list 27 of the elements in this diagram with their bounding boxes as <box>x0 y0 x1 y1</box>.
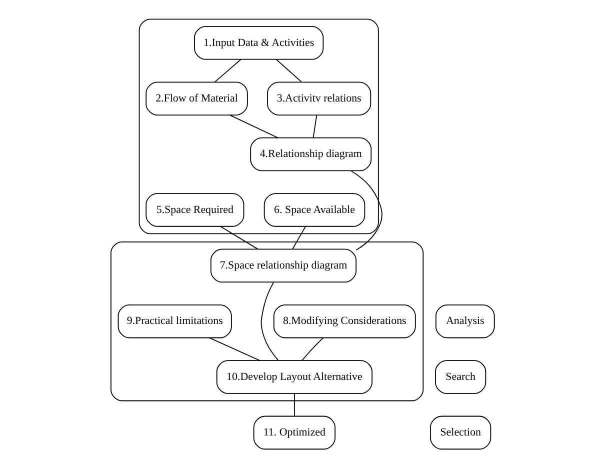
connector <box>208 337 260 362</box>
cluster <box>110 241 424 402</box>
node-box: 6. Space Available <box>264 193 366 227</box>
connector <box>312 114 318 138</box>
connector <box>220 226 258 250</box>
node-box: 7.Space relationship diagram <box>210 248 357 283</box>
connector <box>294 393 295 417</box>
node-box: 10.Develop Layout Alternative <box>216 360 372 394</box>
node-box: 4.Relationship diagram <box>250 137 372 172</box>
node-box: 1.Input Data & Activities <box>194 26 324 60</box>
connector <box>260 282 279 361</box>
node-box: 9.Practical limitations <box>118 304 232 338</box>
node-box: 5.Space Required <box>146 193 244 227</box>
connector <box>350 170 382 250</box>
node-box: 11. Optimized <box>253 416 336 450</box>
connector <box>302 337 324 361</box>
node-box: Analysis <box>435 304 495 338</box>
cluster <box>138 18 379 234</box>
node-box: Search <box>435 360 486 394</box>
connector <box>229 114 278 138</box>
node-box: 3.Activitv relations <box>267 82 372 116</box>
connector <box>214 58 242 82</box>
node-box: Selection <box>430 416 492 450</box>
connector <box>276 58 302 82</box>
node-box: 8.Modifying Considerations <box>273 304 416 338</box>
connector <box>292 226 306 250</box>
node-box: 2.Flow of Material <box>146 82 248 116</box>
